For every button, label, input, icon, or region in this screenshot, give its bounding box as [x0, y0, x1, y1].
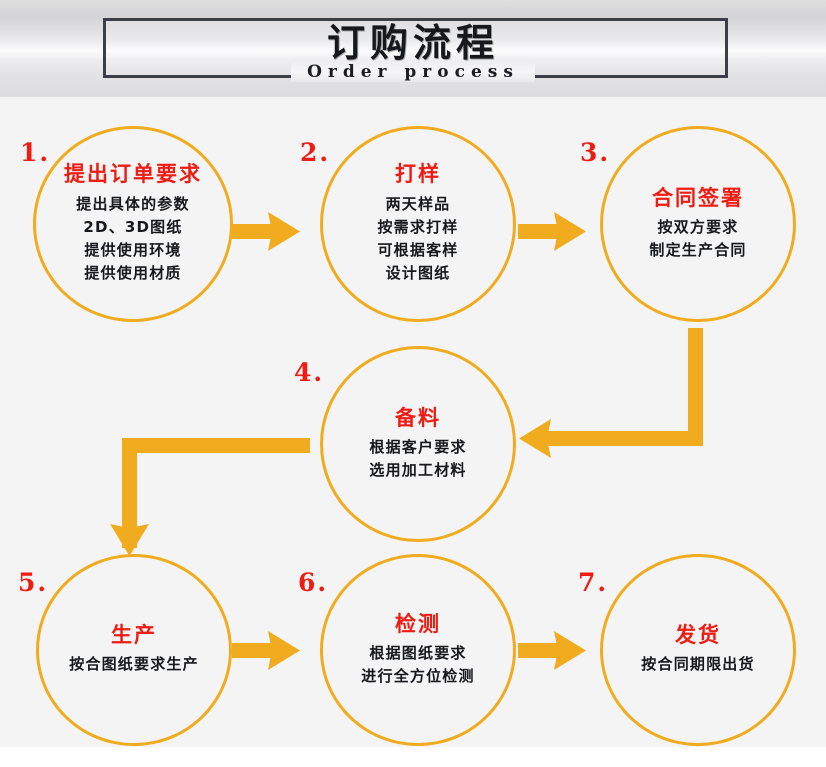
flow-node-7-index: 7.: [578, 568, 609, 597]
flow-node-4-index: 4.: [294, 358, 325, 387]
flow-node-4-line: 根据客户要求: [369, 437, 467, 456]
flow-node-3-index: 3.: [580, 138, 611, 167]
header-subtitle-wrap: Order process: [0, 62, 826, 82]
flow-node-6[interactable]: 检测 根据图纸要求 进行全方位检测: [320, 554, 516, 746]
flow-node-5-lines: 按合图纸要求生产: [69, 653, 199, 676]
flow-node-1-line: 提供使用材质: [84, 264, 182, 283]
flow-node-1-title: 提出订单要求: [64, 162, 202, 187]
flow-node-4[interactable]: 备料 根据客户要求 选用加工材料: [320, 346, 516, 542]
flow-node-2-line: 可根据客样: [377, 241, 459, 260]
flow-node-3[interactable]: 合同签署 按双方要求 制定生产合同: [600, 126, 796, 322]
flow-node-2-line: 两天样品: [385, 194, 451, 213]
flow-node-5-index: 5.: [18, 568, 49, 597]
flow-node-2-title: 打样: [395, 162, 441, 187]
flow-node-5-title: 生产: [111, 623, 157, 648]
flow-node-1-line: 提出具体的参数: [76, 194, 190, 213]
flow-node-2[interactable]: 打样 两天样品 按需求打样 可根据客样 设计图纸: [320, 126, 516, 322]
flow-node-1[interactable]: 提出订单要求 提出具体的参数 2D、3D图纸 提供使用环境 提供使用材质: [33, 126, 233, 322]
flow-node-1-lines: 提出具体的参数 2D、3D图纸 提供使用环境 提供使用材质: [76, 193, 189, 286]
flow-node-6-title: 检测: [395, 611, 441, 636]
flow-node-4-title: 备料: [395, 405, 441, 430]
flow-node-6-lines: 根据图纸要求 进行全方位检测: [361, 642, 474, 689]
flow-node-5[interactable]: 生产 按合图纸要求生产: [36, 554, 232, 746]
flow-node-1-line: 2D、3D图纸: [83, 217, 183, 236]
bottom-strip: [0, 747, 826, 767]
flow-node-4-line: 选用加工材料: [369, 461, 467, 480]
flow-node-7-line: 按合同期限出货: [641, 655, 755, 674]
flow-node-6-line: 根据图纸要求: [369, 643, 467, 662]
flow-node-3-line: 制定生产合同: [649, 241, 747, 260]
flow-node-3-line: 按双方要求: [657, 217, 739, 236]
header-banner: 订购流程 Order process: [0, 0, 826, 97]
page-title: 订购流程: [326, 21, 499, 65]
flow-node-2-line: 按需求打样: [377, 217, 459, 236]
flow-node-7-lines: 按合同期限出货: [641, 653, 754, 676]
flow-node-2-line: 设计图纸: [385, 264, 451, 283]
page-subtitle: Order process: [291, 62, 535, 82]
flow-node-6-index: 6.: [298, 568, 329, 597]
flow-node-2-index: 2.: [300, 138, 331, 167]
flow-node-7-title: 发货: [675, 623, 721, 648]
flow-node-2-lines: 两天样品 按需求打样 可根据客样 设计图纸: [377, 193, 458, 286]
flow-node-5-line: 按合图纸要求生产: [69, 655, 199, 674]
flow-node-4-lines: 根据客户要求 选用加工材料: [369, 436, 466, 483]
flow-node-3-lines: 按双方要求 制定生产合同: [649, 216, 746, 263]
flow-node-1-line: 提供使用环境: [84, 241, 182, 260]
flow-node-3-title: 合同签署: [652, 185, 744, 210]
flow-node-6-line: 进行全方位检测: [361, 667, 475, 686]
flow-node-7[interactable]: 发货 按合同期限出货: [600, 554, 796, 746]
flow-node-1-index: 1.: [20, 138, 51, 167]
